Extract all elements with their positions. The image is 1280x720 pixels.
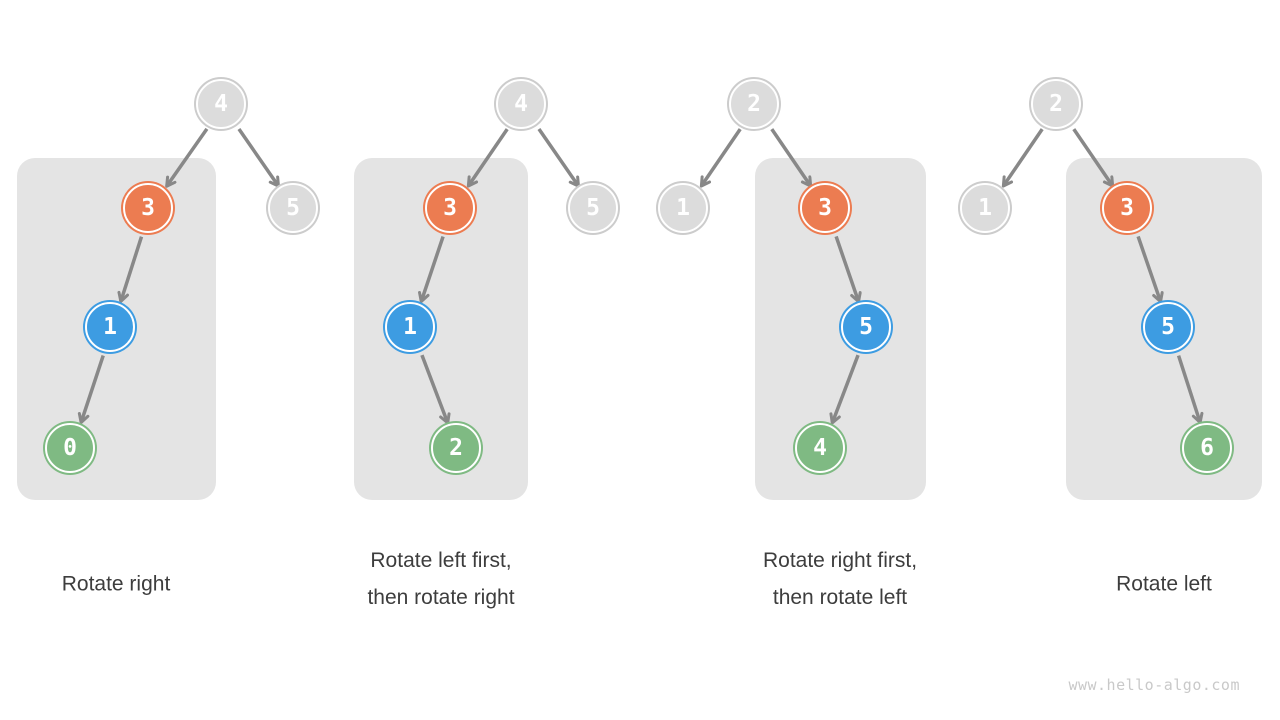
node-value: 4 [514, 90, 528, 117]
tree-node-orange: 3 [425, 183, 475, 233]
caption-line: Rotate left first, [370, 549, 512, 572]
tree-node-orange: 3 [123, 183, 173, 233]
edge-arrow-1-to-2 [420, 354, 451, 425]
tree-caption-rotate-right-first-then-rotate-left: Rotate right first, then rotate left [763, 542, 917, 616]
edge-arrow-3-to-5 [834, 235, 862, 304]
node-value: 6 [1200, 434, 1214, 461]
caption-line: Rotate right [61, 572, 171, 596]
node-value: 1 [103, 313, 117, 340]
edge-arrow-4-to-5 [537, 128, 580, 188]
node-value: 5 [286, 194, 300, 221]
node-value: 5 [586, 194, 600, 221]
tree-node-blue: 5 [841, 302, 891, 352]
tree-node-blue: 1 [85, 302, 135, 352]
edge-arrow-3-to-5 [1136, 235, 1164, 304]
edge-arrow-2-to-3 [770, 128, 813, 188]
edge-arrow-2-to-3 [1072, 128, 1115, 188]
node-value: 5 [859, 313, 873, 340]
edge-arrow-4-to-5 [237, 128, 280, 188]
tree-caption-rotate-right: Rotate right [62, 566, 171, 603]
tree-node-gray: 1 [658, 183, 708, 233]
edge-arrow-4-to-3 [466, 128, 509, 188]
edge-arrow-4-to-3 [165, 127, 209, 188]
tree-node-gray: 2 [729, 79, 779, 129]
edge-arrow-3-to-1 [117, 236, 144, 303]
tree-node-gray: 4 [196, 79, 246, 129]
tree-node-green: 0 [45, 423, 95, 473]
edge-arrow-2-to-1 [1001, 128, 1044, 188]
node-value: 1 [978, 194, 992, 221]
node-value: 4 [813, 434, 827, 461]
tree-node-orange: 3 [800, 183, 850, 233]
tree-node-gray: 5 [268, 183, 318, 233]
node-value: 0 [63, 434, 77, 461]
node-value: 4 [214, 90, 228, 117]
node-value: 3 [818, 194, 832, 221]
tree-node-gray: 1 [960, 183, 1010, 233]
edge-arrow-3-to-1 [418, 235, 445, 304]
tree-node-gray: 5 [568, 183, 618, 233]
edge-arrow-5-to-4 [829, 354, 860, 425]
node-value: 1 [676, 194, 690, 221]
tree-node-blue: 1 [385, 302, 435, 352]
tree-node-green: 6 [1182, 423, 1232, 473]
node-value: 2 [747, 90, 761, 117]
edge-arrow-2-to-1 [699, 128, 742, 188]
caption-line: then rotate left [772, 586, 908, 609]
tree-node-orange: 3 [1102, 183, 1152, 233]
caption-line: Rotate left [1116, 572, 1212, 596]
edge-arrow-1-to-0 [77, 355, 105, 424]
edge-arrow-5-to-6 [1176, 355, 1204, 424]
tree-node-green: 2 [431, 423, 481, 473]
tree-node-green: 4 [795, 423, 845, 473]
node-value: 2 [449, 434, 463, 461]
node-value: 1 [403, 313, 417, 340]
tree-caption-rotate-left-first-then-rotate-right: Rotate left first, then rotate right [367, 542, 514, 616]
tree-node-gray: 4 [496, 79, 546, 129]
tree-caption-rotate-left: Rotate left [1116, 566, 1212, 603]
caption-line: then rotate right [367, 586, 515, 609]
node-value: 5 [1161, 313, 1175, 340]
tree-node-blue: 5 [1143, 302, 1193, 352]
caption-line: Rotate right first, [762, 549, 918, 572]
node-value: 3 [443, 194, 457, 221]
tree-node-gray: 2 [1031, 79, 1081, 129]
node-value: 3 [1120, 194, 1134, 221]
node-value: 3 [141, 194, 155, 221]
node-value: 2 [1049, 90, 1063, 117]
watermark: www.hello-algo.com [1068, 676, 1240, 694]
